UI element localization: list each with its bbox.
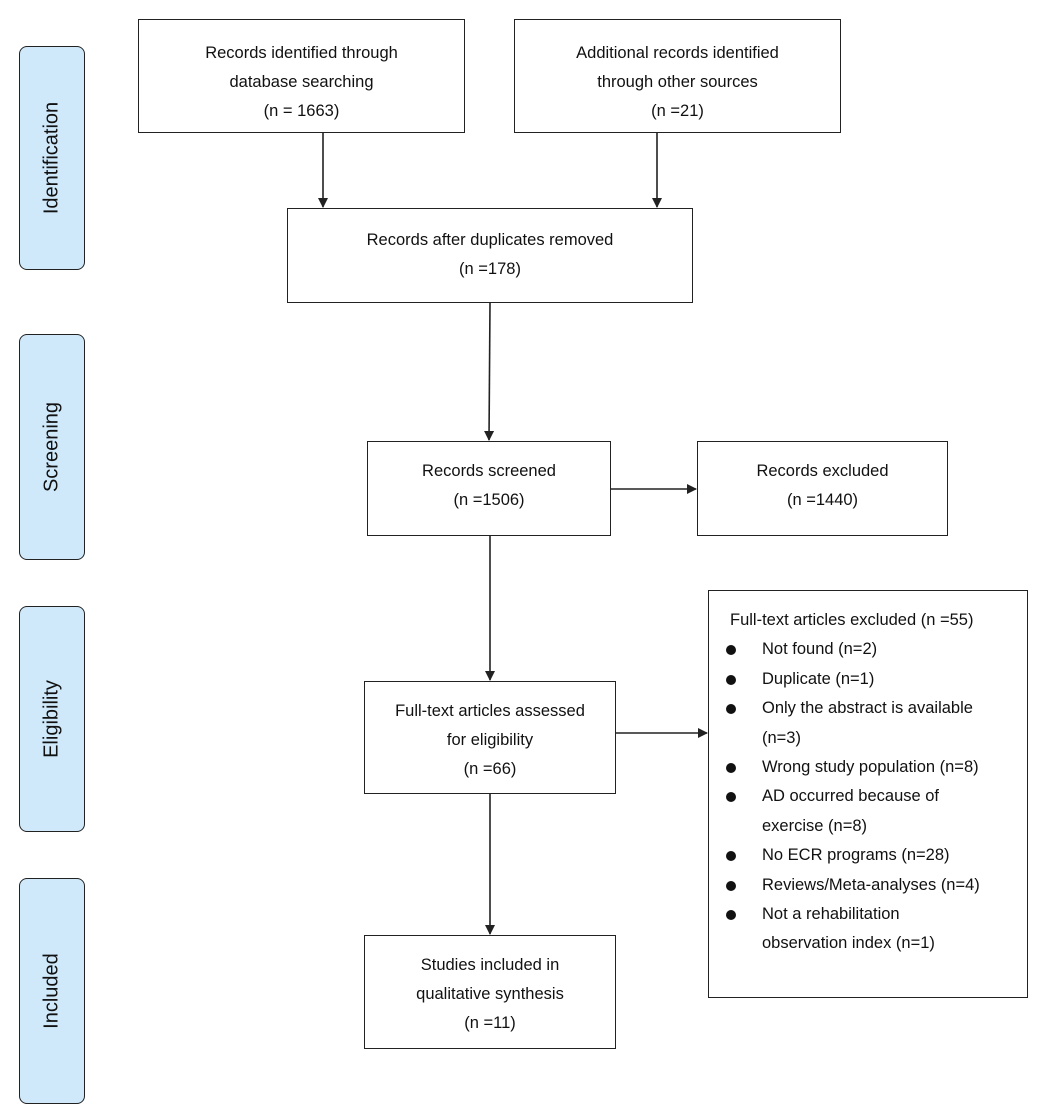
exclusion-reason-line: Only the abstract is available (762, 699, 973, 718)
arrow-duplicates-to-screened (484, 302, 495, 441)
exclusion-reason: Duplicate (n=1) (709, 665, 1027, 694)
box-line: qualitative synthesis (416, 985, 564, 1003)
bullet-icon (726, 880, 736, 891)
exclusion-reason: Only the abstract is available (n=3) (709, 694, 1027, 753)
exclusion-reason-line: (n=3) (762, 728, 801, 747)
box-full-text-excluded: Full-text articles excluded (n =55) Not … (708, 590, 1028, 998)
exclusion-reason-line: observation index (n=1) (762, 934, 935, 953)
box-full-text-assessed: Full-text articles assessed for eligibil… (364, 681, 616, 794)
box-line: (n =1506) (453, 491, 525, 509)
exclusion-reason: No ECR programs (n=28) (709, 841, 1027, 870)
box-duplicates-removed: Records after duplicates removed (n =178… (287, 208, 693, 303)
box-other-sources: Additional records identified through ot… (514, 19, 841, 133)
box-database-search: Records identified through database sear… (138, 19, 465, 133)
exclusion-reason-line: AD occurred because of (762, 787, 940, 806)
exclusion-reason-line: No ECR programs (n=28) (762, 846, 950, 865)
exclusion-reason: AD occurred because of exercise (n=8) (709, 782, 1027, 841)
box-line: through other sources (597, 73, 758, 91)
stage-identification: Identification (19, 46, 85, 270)
box-line: Additional records identified (576, 44, 779, 62)
box-line: (n =178) (459, 260, 521, 278)
bullet-icon (726, 851, 736, 862)
box-line: Records excluded (756, 462, 889, 480)
exclusion-reason-line: Duplicate (n=1) (762, 669, 875, 688)
bullet-icon (726, 763, 736, 774)
box-line: Records screened (422, 462, 556, 480)
exclusion-reason-line: Reviews/Meta-analyses (n=4) (762, 875, 980, 894)
box-line: (n = 1663) (263, 102, 340, 120)
bullet-icon (726, 910, 736, 921)
box-line: Records identified through (205, 44, 398, 62)
bullet-icon (726, 792, 736, 803)
exclusion-reason-list: Not found (n=2) Duplicate (n=1) Only the… (709, 635, 1027, 958)
stage-included: Included (19, 878, 85, 1104)
box-line: Records after duplicates removed (366, 231, 614, 249)
box-line: (n =11) (464, 1014, 516, 1032)
box-line: (n =21) (651, 102, 704, 120)
stage-eligibility: Eligibility (19, 606, 85, 832)
exclusion-reason-line: exercise (n=8) (762, 816, 868, 835)
exclusion-reason-line: Not found (n=2) (762, 640, 878, 659)
box-records-excluded: Records excluded (n =1440) (697, 441, 948, 536)
stage-screening: Screening (19, 334, 85, 560)
box-line: for eligibility (446, 731, 534, 749)
box-studies-included: Studies included in qualitative synthesi… (364, 935, 616, 1049)
exclusion-reason: Reviews/Meta-analyses (n=4) (709, 871, 1027, 900)
box-line: database searching (229, 73, 374, 91)
box-records-screened: Records screened (n =1506) (367, 441, 611, 536)
box-line: (n =66) (463, 760, 517, 778)
exclusion-reason: Not found (n=2) (709, 635, 1027, 664)
exclusion-reason-line: Wrong study population (n=8) (762, 758, 979, 777)
box-line: Studies included in (420, 956, 560, 974)
box-line: (n =1440) (786, 491, 859, 509)
exclusion-reason-line: Not a rehabilitation (762, 905, 900, 924)
bullet-icon (726, 704, 736, 715)
bullet-icon (726, 674, 736, 685)
exclusion-reason: Wrong study population (n=8) (709, 753, 1027, 782)
bullet-icon (726, 645, 736, 656)
exclusion-reason: Not a rehabilitation observation index (… (709, 900, 1027, 959)
full-text-excluded-title: Full-text articles excluded (n =55) (730, 611, 974, 629)
box-line: Full-text articles assessed (395, 702, 585, 720)
